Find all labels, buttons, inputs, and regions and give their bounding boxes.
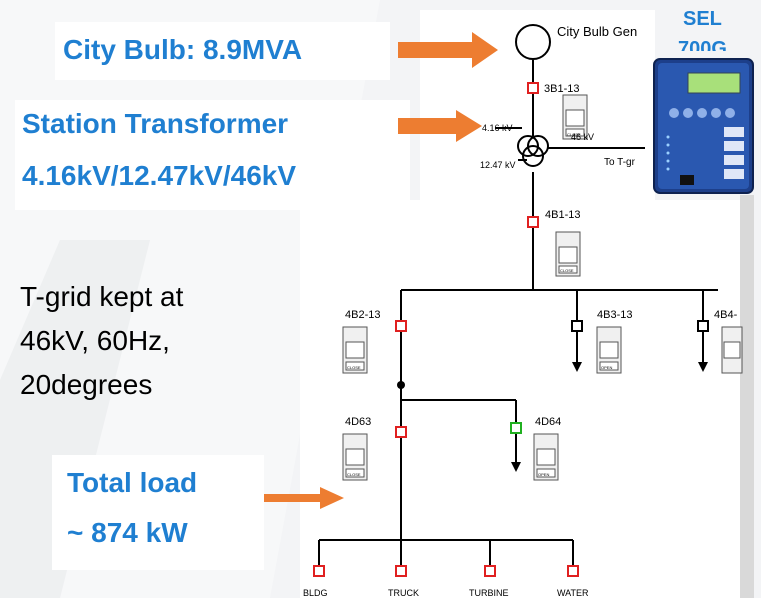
station-transformer-title: Station Transformer bbox=[22, 108, 289, 139]
tgrid-line-2: 46kV, 60Hz, bbox=[20, 325, 170, 356]
load-label-truck: TRUCK bbox=[388, 588, 419, 598]
label-tertiary-kv: 46 kV bbox=[571, 132, 594, 142]
total-load-label: Total load bbox=[67, 467, 198, 498]
label-primary-kv: 4.16 kV bbox=[482, 123, 513, 133]
breaker-4b3-13 bbox=[571, 320, 583, 332]
panel-4b3-state: OPEN bbox=[601, 365, 612, 370]
breaker-4b2-13 bbox=[395, 320, 407, 332]
breaker-4d63 bbox=[395, 426, 407, 438]
label-4b2-13: 4B2-13 bbox=[345, 309, 380, 321]
switch-panel-4b3 bbox=[596, 326, 622, 374]
city-bulb-label: City Bulb: 8.9MVA bbox=[63, 34, 303, 65]
switch-panel-4b1 bbox=[555, 231, 581, 277]
sel-label: SEL bbox=[683, 8, 722, 30]
station-transformer-voltages: 4.16kV/12.47kV/46kV bbox=[22, 160, 297, 191]
panel-3b1-state: CLOSE bbox=[567, 132, 581, 137]
tgrid-line-1: T-grid kept at bbox=[20, 281, 184, 312]
label-to-tgrid: To T-gr bbox=[604, 157, 636, 168]
breaker-load-water bbox=[567, 565, 579, 577]
transformer-symbol bbox=[517, 135, 549, 167]
breaker-load-turbine bbox=[484, 565, 496, 577]
load-label-turbine: TURBINE bbox=[469, 588, 509, 598]
callout-panel-transformer bbox=[15, 100, 410, 210]
label-4b4: 4B4- bbox=[714, 309, 738, 321]
label-4d63: 4D63 bbox=[345, 416, 371, 428]
panel-4b2-state: CLOSE bbox=[347, 365, 361, 370]
load-label-bldg: BLDG bbox=[303, 588, 328, 598]
switch-panel-4b2 bbox=[342, 326, 368, 374]
label-4d64: 4D64 bbox=[535, 416, 561, 428]
sidebar-scroll-strip bbox=[740, 195, 754, 598]
panel-4d64-state: OPEN bbox=[538, 472, 549, 477]
arrow-to-loads bbox=[264, 487, 344, 509]
breaker-4b1-13 bbox=[527, 216, 539, 228]
label-4b1-13: 4B1-13 bbox=[545, 209, 580, 221]
generator-symbol bbox=[515, 24, 551, 60]
load-label-water: WATER bbox=[557, 588, 589, 598]
diagram-panel bbox=[300, 200, 740, 598]
breaker-4d64 bbox=[510, 422, 522, 434]
callout-panel-load bbox=[52, 455, 264, 570]
breaker-load-bldg bbox=[313, 565, 325, 577]
arrow-to-transformer bbox=[398, 110, 482, 142]
total-load-value: ~ 874 kW bbox=[67, 517, 188, 548]
junction-node bbox=[397, 381, 405, 389]
label-secondary-kv: 12.47 kV bbox=[480, 160, 516, 170]
sel-model-label: 700G bbox=[678, 38, 727, 51]
arrow-to-generator bbox=[398, 32, 498, 68]
sel-700g-relay-device bbox=[653, 58, 754, 194]
panel-4d63-state: CLOSE bbox=[347, 472, 361, 477]
switch-panel-4d64 bbox=[533, 433, 559, 481]
switch-panel-3b1 bbox=[562, 94, 588, 140]
breaker-4b4 bbox=[697, 320, 709, 332]
switch-panel-4d63 bbox=[342, 433, 368, 481]
generator-label: City Bulb Gen bbox=[557, 24, 637, 39]
switch-panel-4b4 bbox=[721, 326, 743, 374]
tgrid-line-3: 20degrees bbox=[20, 369, 153, 400]
callout-panel-citybulb bbox=[55, 22, 390, 80]
panel-4b1-state: CLOSE bbox=[560, 268, 574, 273]
breaker-3b1-13 bbox=[527, 82, 539, 94]
breaker-load-truck bbox=[395, 565, 407, 577]
label-3b1-13: 3B1-13 bbox=[544, 83, 579, 95]
label-4b3-13: 4B3-13 bbox=[597, 309, 632, 321]
